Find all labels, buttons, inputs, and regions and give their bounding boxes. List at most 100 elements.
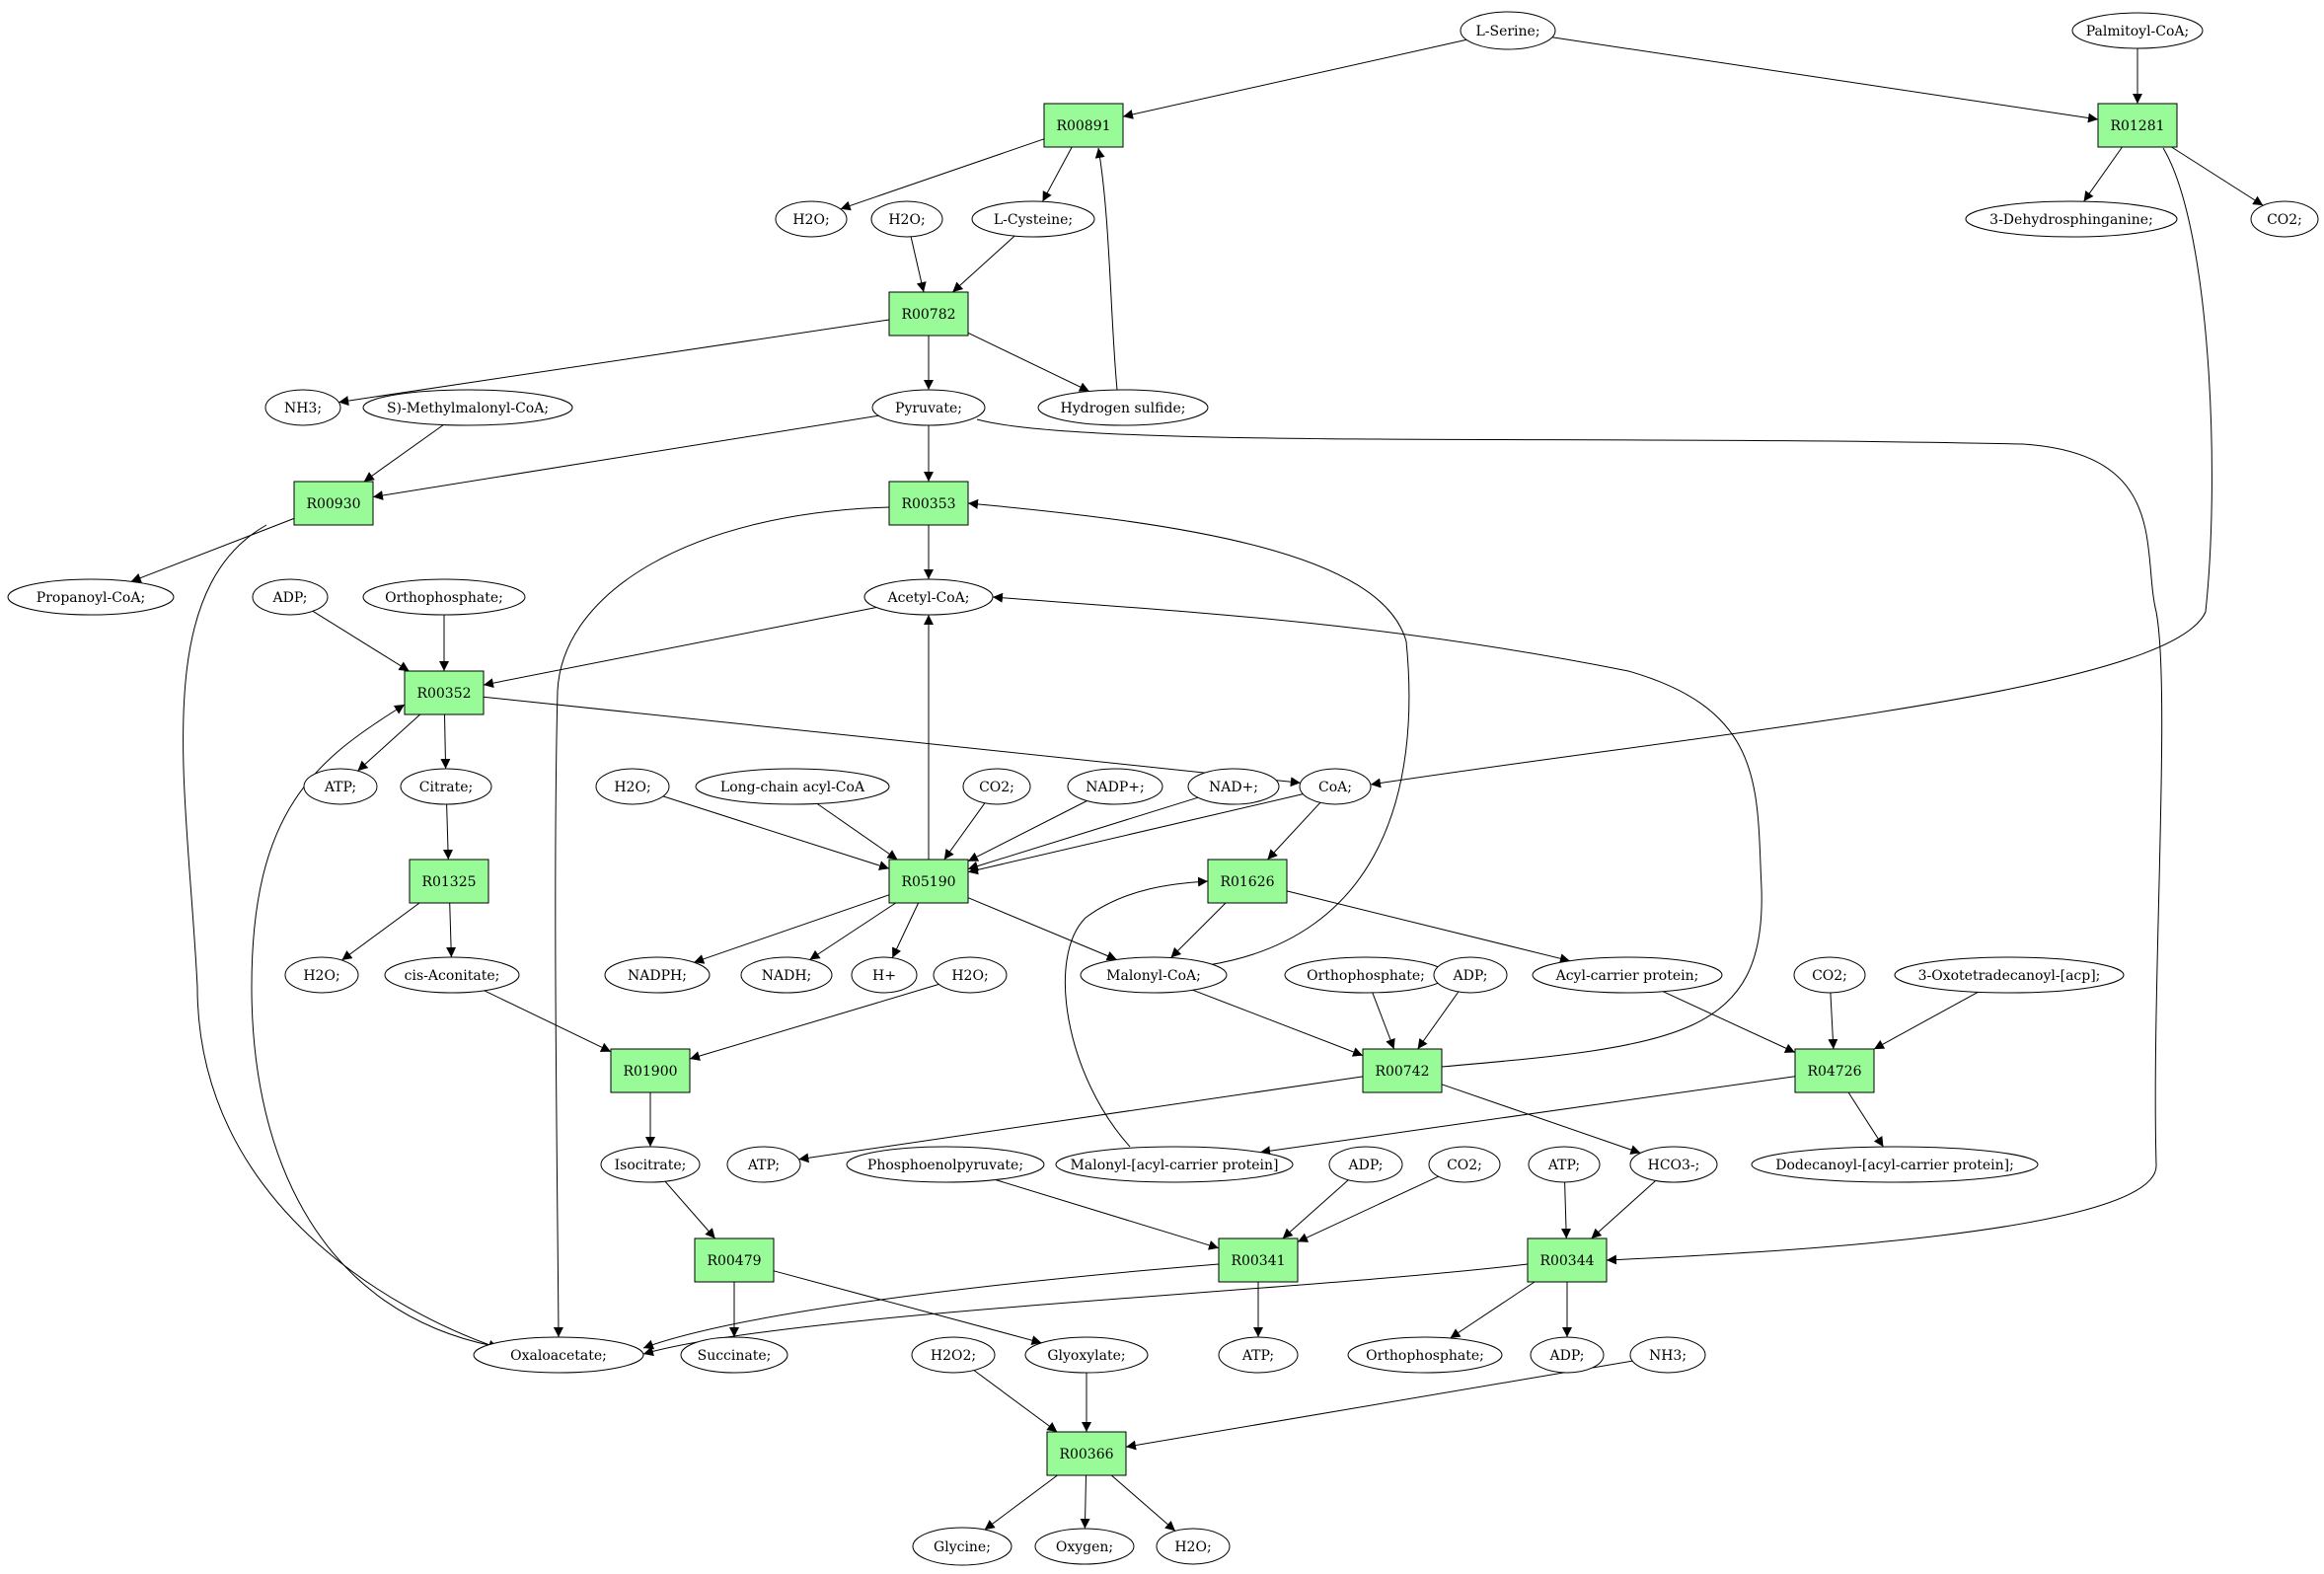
compound-ellipse bbox=[1894, 956, 2125, 994]
edge-r05190-to-nadh bbox=[809, 902, 896, 960]
node-label: R01325 bbox=[421, 874, 476, 890]
compound-node-dodacp: Dodecanoyl-[acyl-carrier protein]; bbox=[1751, 1146, 2039, 1183]
compound-node-h2o_a: H2O; bbox=[775, 200, 848, 238]
compound-ellipse bbox=[1629, 1336, 1706, 1374]
reaction-node-r00366: R00366 bbox=[1046, 1431, 1127, 1476]
node-label: CoA; bbox=[1318, 780, 1352, 795]
edge-r00479-to-glyox bbox=[773, 1270, 1042, 1346]
node-label: R00341 bbox=[1231, 1253, 1285, 1269]
node-label: R01626 bbox=[1220, 874, 1274, 890]
compound-ellipse bbox=[1629, 1146, 1718, 1183]
compound-ellipse bbox=[1328, 1146, 1403, 1183]
edge-layer bbox=[130, 37, 2264, 1532]
reaction-node-r01281: R01281 bbox=[2097, 103, 2178, 148]
edge-r00352-to-atp_a bbox=[357, 713, 421, 772]
edge-accoa-to-r00352 bbox=[483, 607, 877, 689]
compound-ellipse bbox=[1187, 768, 1280, 805]
edge-r04726-to-dodacp bbox=[1847, 1091, 1884, 1148]
node-label: CO2; bbox=[1447, 1158, 1482, 1173]
compound-node-h2o_b: H2O; bbox=[870, 200, 943, 238]
node-label: Isocitrate; bbox=[615, 1158, 687, 1173]
compound-node-glyox: Glyoxylate; bbox=[1024, 1336, 1149, 1374]
node-label: ATP; bbox=[1547, 1158, 1580, 1173]
node-label: CO2; bbox=[2267, 212, 2302, 228]
compound-node-nadph: NADPH; bbox=[604, 956, 711, 994]
node-label: ATP; bbox=[324, 780, 356, 795]
compound-ellipse bbox=[775, 200, 848, 238]
compound-node-gly: Glycine; bbox=[912, 1527, 1012, 1566]
edge-r00742-to-atp_b bbox=[798, 1076, 1364, 1163]
compound-ellipse bbox=[1037, 389, 1209, 426]
edge-lcacoa-to-r05190 bbox=[816, 802, 898, 861]
compound-ellipse bbox=[740, 956, 833, 994]
node-label: Succinate; bbox=[698, 1348, 772, 1364]
edge-smmcoa-to-r00930 bbox=[363, 424, 444, 483]
compound-node-cit: Citrate; bbox=[400, 768, 492, 805]
compound-ellipse bbox=[1055, 1146, 1294, 1183]
compound-node-adp_c: ADP; bbox=[1328, 1146, 1403, 1183]
compound-node-nh3_b: NH3; bbox=[1629, 1336, 1706, 1374]
node-label: Pyruvate; bbox=[895, 401, 962, 416]
compound-ellipse bbox=[1530, 1336, 1605, 1374]
node-label: NAD+; bbox=[1209, 780, 1258, 795]
compound-ellipse bbox=[600, 1146, 701, 1183]
compound-node-acp: Acyl-carrier protein; bbox=[1532, 956, 1723, 994]
compound-node-h2s: Hydrogen sulfide; bbox=[1037, 389, 1209, 426]
compound-ellipse bbox=[1034, 1528, 1135, 1565]
compound-node-nadh: NADH; bbox=[740, 956, 833, 994]
node-label: R00479 bbox=[707, 1253, 761, 1269]
compound-ellipse bbox=[604, 956, 711, 994]
node-label: cis-Aconitate; bbox=[405, 968, 500, 984]
edge-oaa-to-r00352 bbox=[251, 704, 494, 1347]
node-label: Glyoxylate; bbox=[1047, 1348, 1125, 1364]
node-label: H2O; bbox=[792, 212, 829, 228]
node-label: H2O2; bbox=[931, 1348, 976, 1364]
compound-ellipse bbox=[2250, 200, 2319, 238]
edge-r05190-to-hplus bbox=[891, 902, 920, 958]
node-label: H2O; bbox=[888, 212, 925, 228]
reaction-node-r00891: R00891 bbox=[1043, 103, 1124, 148]
edge-pyr-to-r00344 bbox=[976, 418, 2163, 1265]
node-label: H2O; bbox=[1174, 1539, 1211, 1555]
edge-h2o_e-to-r01900 bbox=[689, 983, 939, 1061]
reaction-box bbox=[610, 1048, 691, 1093]
node-label: H2O; bbox=[614, 780, 650, 795]
reaction-node-r00742: R00742 bbox=[1362, 1048, 1443, 1093]
node-label: R00352 bbox=[416, 686, 471, 702]
compound-node-h2o_d: H2O; bbox=[284, 956, 359, 994]
edge-pyr-to-r00930 bbox=[372, 414, 879, 500]
node-label: Acetyl-CoA; bbox=[887, 590, 970, 606]
node-label: ADP; bbox=[1348, 1158, 1384, 1173]
compound-node-hplus: H+ bbox=[851, 956, 918, 994]
node-label: 3-Dehydrosphinganine; bbox=[1989, 212, 2153, 228]
node-label: 3-Oxotetradecanoyl-[acp]; bbox=[1918, 968, 2101, 984]
reaction-box bbox=[1043, 103, 1124, 148]
node-label: ADP; bbox=[1453, 968, 1488, 984]
compound-node-isocit: Isocitrate; bbox=[600, 1146, 701, 1183]
edge-r00353-to-oaa bbox=[553, 506, 890, 1338]
compound-node-oaa: Oxaloacetate; bbox=[473, 1336, 644, 1374]
node-label: R01900 bbox=[623, 1064, 677, 1080]
edge-r01281-to-co2_a bbox=[2171, 146, 2264, 206]
node-label: HCO3-; bbox=[1648, 1158, 1700, 1173]
compound-node-lserine: L-Serine; bbox=[1460, 11, 1556, 50]
edge-r01281-to-coa bbox=[1370, 147, 2212, 788]
compound-ellipse bbox=[1428, 1146, 1501, 1183]
compound-node-pep: Phosphoenolpyruvate; bbox=[846, 1146, 1045, 1183]
node-label: L-Cysteine; bbox=[994, 212, 1073, 228]
compound-ellipse bbox=[912, 1527, 1012, 1566]
edge-coa-to-r01626 bbox=[1267, 801, 1321, 861]
node-label: ADP; bbox=[1549, 1348, 1585, 1364]
compound-ellipse bbox=[1156, 1528, 1231, 1565]
edge-adp_c-to-r00341 bbox=[1282, 1179, 1349, 1239]
reaction-node-r01325: R01325 bbox=[409, 859, 489, 904]
compound-ellipse bbox=[1299, 768, 1372, 805]
compound-ellipse bbox=[871, 389, 986, 426]
node-label: ATP; bbox=[1241, 1348, 1274, 1364]
edge-r01281-to-dhsph bbox=[2083, 146, 2123, 202]
edge-co2_c-to-r04726 bbox=[1828, 992, 1838, 1050]
edge-cisacon-to-r01900 bbox=[484, 990, 612, 1053]
edge-r00782-to-nh3_a bbox=[338, 319, 890, 407]
edge-atp_c-to-r00344 bbox=[1561, 1181, 1571, 1239]
